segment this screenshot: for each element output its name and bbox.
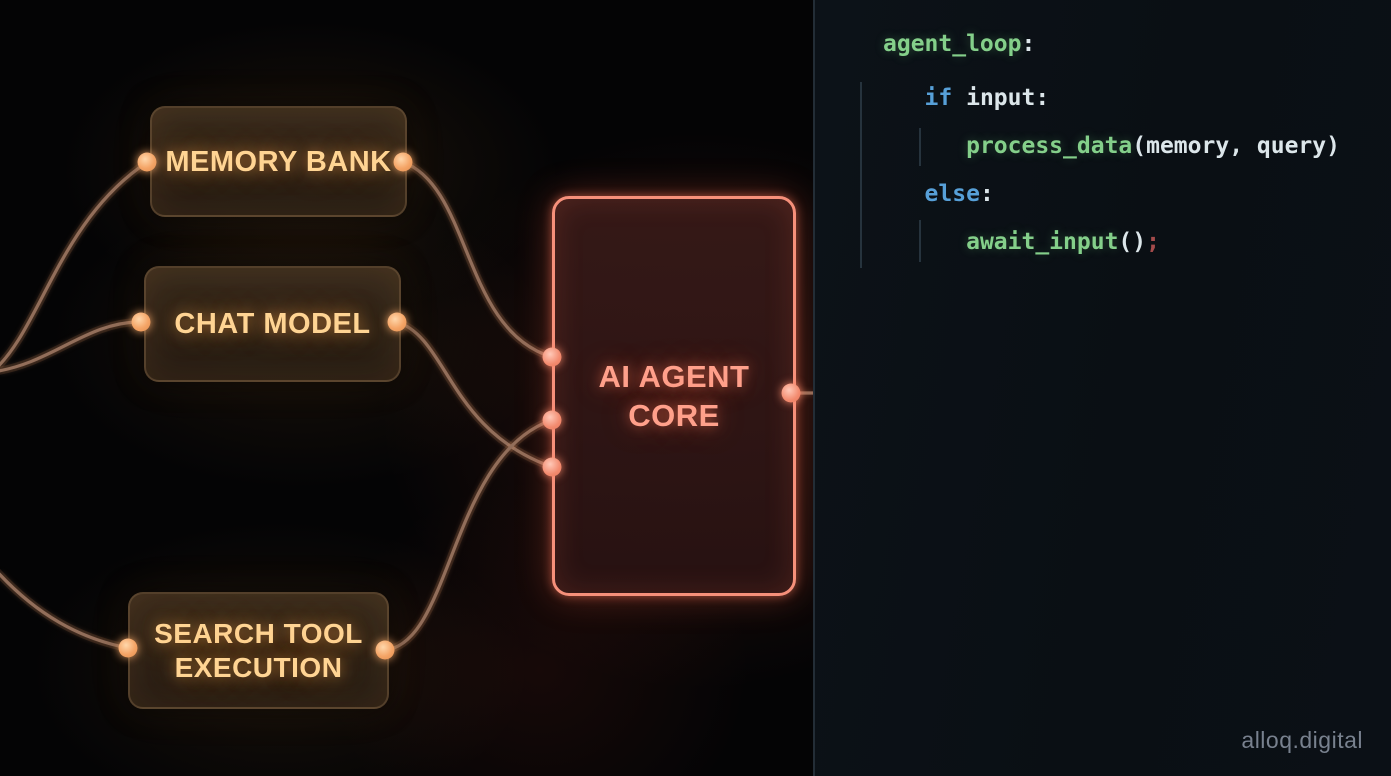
port-search-tool-output[interactable] [375,640,395,660]
indent-guide [860,82,862,268]
watermark: alloq.digital [1241,727,1363,753]
indent-guide [919,128,921,166]
port-chat-model-input[interactable] [131,312,151,332]
indent-guide [919,220,921,262]
edge-memory-to-core [401,160,554,359]
node-ai-agent-core[interactable]: AI AGENT CORE [552,196,796,596]
edge-search-to-core [383,418,554,652]
code-line: if input: [924,85,1050,111]
port-core-input-1[interactable] [542,347,562,367]
code-line: process_data(memory, query) [966,133,1340,159]
code-block: agent_loop: if input: process_data(memor… [815,20,1340,266]
node-ai-agent-core-label: AI AGENT CORE [598,359,750,433]
edge-memory-to-core-glow [399,158,556,361]
node-search-tool-execution[interactable]: SEARCH TOOL EXECUTION [128,592,389,709]
port-core-output[interactable] [781,383,801,403]
port-chat-model-output[interactable] [387,312,407,332]
port-search-tool-input[interactable] [118,638,138,658]
port-memory-bank-input[interactable] [137,152,157,172]
port-core-input-2[interactable] [542,410,562,430]
diagram-canvas: MEMORY BANK CHAT MODEL SEARCH TOOL EXECU… [0,20,813,776]
node-chat-model-label: CHAT MODEL [174,308,371,340]
code-line: else: [924,181,994,207]
edge-search-to-left-glow [0,568,132,652]
edge-layer [0,158,813,654]
node-search-tool-execution-label: SEARCH TOOL EXECUTION [154,617,363,683]
code-line: await_input(); [966,229,1160,255]
code-panel: agent_loop: if input: process_data(memor… [813,0,1391,776]
node-memory-bank-label: MEMORY BANK [165,145,392,178]
node-chat-model[interactable]: CHAT MODEL [144,266,401,382]
edge-left-to-memory [0,161,148,367]
port-memory-bank-output[interactable] [393,152,413,172]
code-line: agent_loop: [883,31,1036,57]
port-core-input-3[interactable] [542,457,562,477]
edge-search-to-left [0,572,130,650]
edge-left-to-chat [0,320,142,373]
node-memory-bank[interactable]: MEMORY BANK [150,106,407,217]
edge-chat-to-core [395,320,554,469]
